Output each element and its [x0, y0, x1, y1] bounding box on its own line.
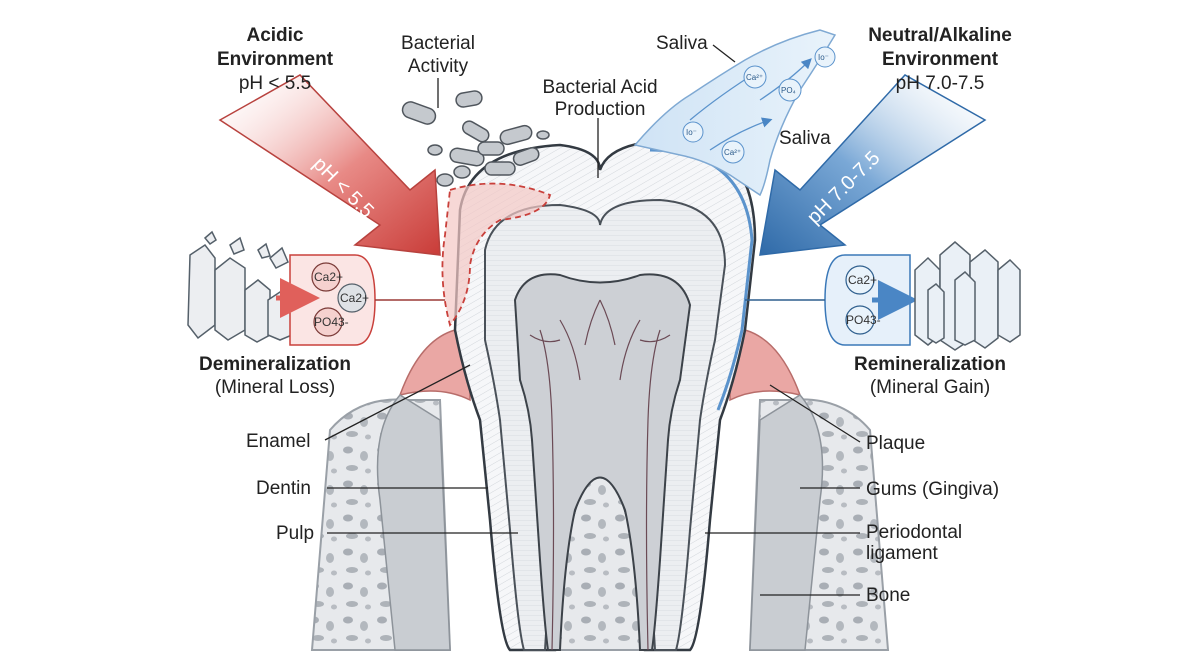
remin-subtitle: (Mineral Gain) — [869, 377, 991, 398]
remin-ion-2: PO43- — [846, 313, 881, 327]
remin-title: Remineralization — [853, 354, 1007, 375]
saliva-ions: Io⁻ Ca²⁺ PO₄ Io⁻ Ca²⁺ — [682, 46, 836, 164]
label-pdl-2: ligament — [866, 543, 938, 564]
demin-ion-1: Ca2+ — [314, 270, 343, 284]
acid-arrow — [218, 74, 441, 256]
lesion — [441, 182, 552, 327]
saliva-label-top: Saliva — [656, 33, 708, 54]
label-enamel: Enamel — [246, 431, 311, 452]
label-gums: Gums (Gingiva) — [866, 479, 1000, 500]
alkaline-title-2: Environment — [881, 49, 999, 70]
label-pulp: Pulp — [276, 523, 315, 544]
alkaline-ph: pH 7.0-7.5 — [895, 73, 985, 94]
acidic-ph: pH < 5.5 — [238, 73, 312, 94]
saliva-ion-2: Ca²⁺ — [746, 73, 763, 82]
demin-ion-3: PO43- — [314, 315, 349, 329]
saliva-ion-3: PO₄ — [781, 86, 796, 95]
remin-ion-1: Ca2+ — [848, 273, 877, 287]
tissue-right — [749, 394, 824, 651]
label-dentin: Dentin — [256, 478, 311, 499]
demin-title: Demineralization — [198, 354, 352, 375]
leader-lines — [324, 44, 861, 596]
acid-production-2: Production — [554, 99, 646, 120]
saliva-ion-1: Io⁻ — [818, 53, 829, 62]
remin-crystals — [914, 241, 1021, 351]
bacterial-activity-2: Activity — [407, 56, 469, 77]
pulp-nerves — [529, 299, 671, 651]
saliva-ion-4: Io⁻ — [686, 128, 697, 137]
label-pdl-1: Periodontal — [866, 522, 963, 543]
demin-ion-2: Ca2+ — [340, 291, 369, 305]
tissue-left — [376, 394, 451, 651]
demin-crystals — [187, 230, 293, 343]
alkaline-arrow — [759, 74, 987, 256]
acidic-title-2: Environment — [216, 49, 334, 70]
saliva-ion-5: Ca²⁺ — [724, 148, 741, 157]
demin-subtitle: (Mineral Loss) — [214, 377, 336, 398]
acidic-title-1: Acidic — [246, 25, 304, 46]
label-plaque: Plaque — [866, 433, 926, 454]
label-bone: Bone — [866, 585, 911, 606]
bacteria-cluster — [401, 90, 550, 187]
acid-production-1: Bacterial Acid — [542, 77, 658, 98]
alkaline-title-1: Neutral/Alkaline — [868, 25, 1012, 46]
saliva-label-mid: Saliva — [779, 128, 831, 149]
bacterial-activity-1: Bacterial — [401, 33, 475, 54]
